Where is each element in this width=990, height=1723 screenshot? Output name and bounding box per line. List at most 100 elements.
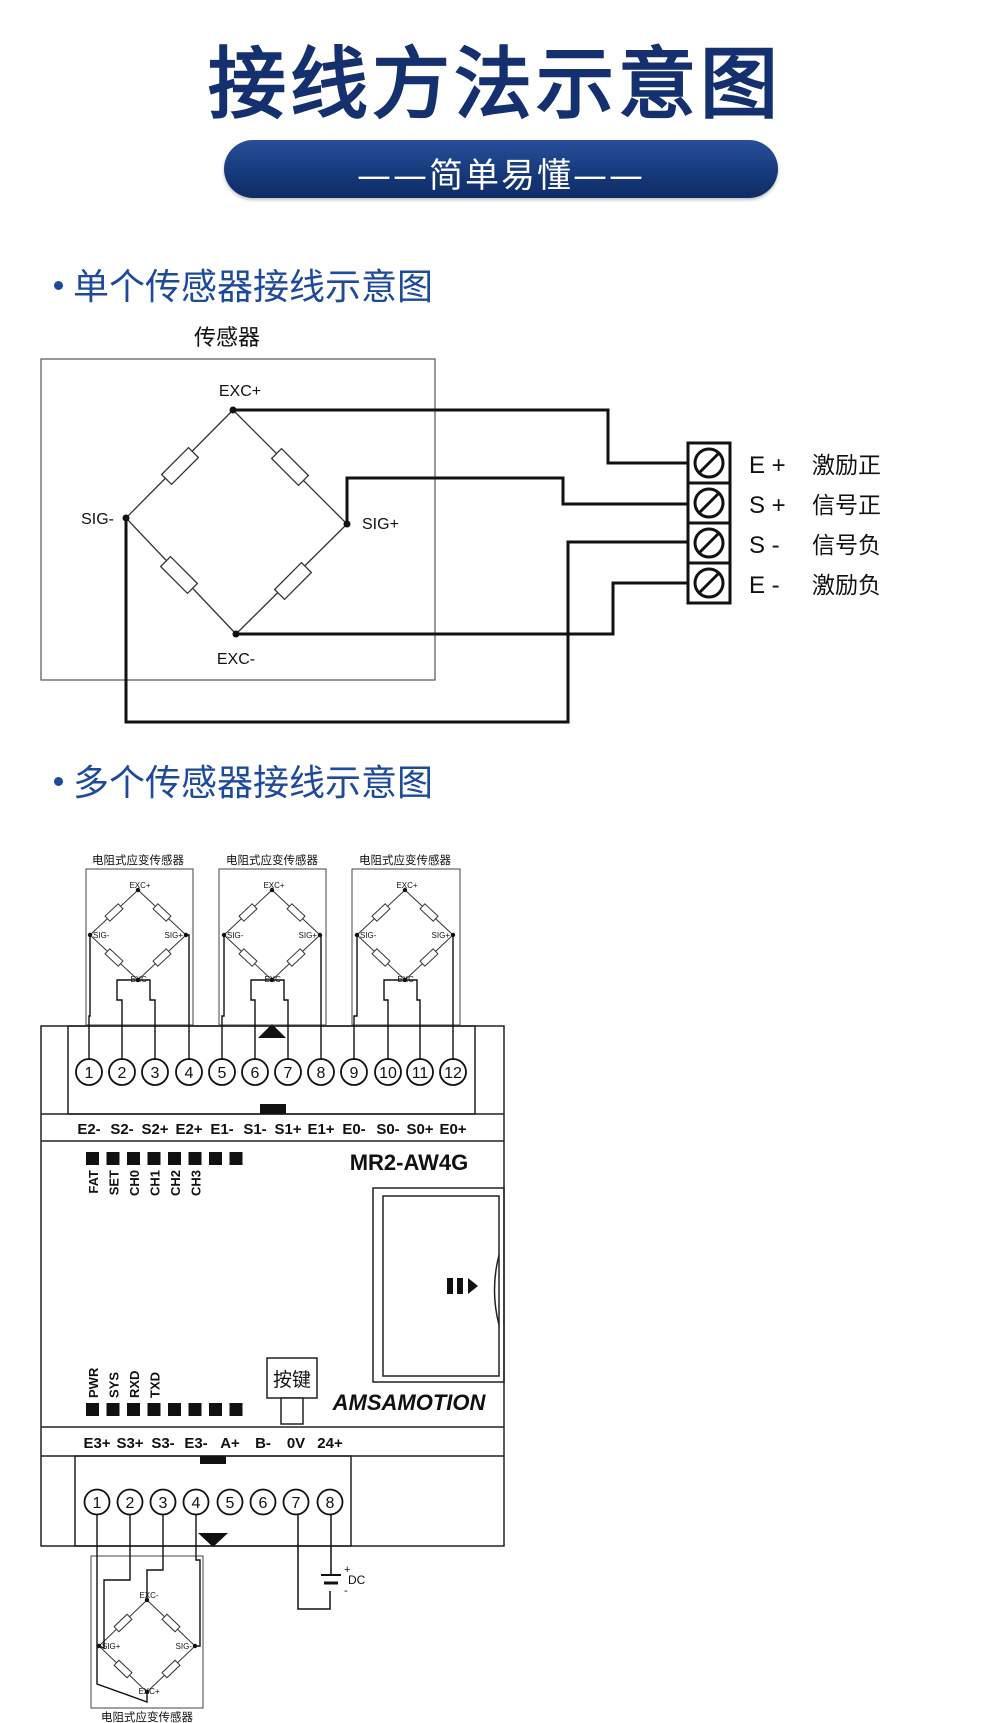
terminal-label: S2+ xyxy=(141,1121,168,1138)
exc-minus-label: EXC- xyxy=(217,651,255,668)
sensor-wire xyxy=(116,979,138,1060)
sensor-box xyxy=(351,868,461,1026)
model-name: MR2-AW4G xyxy=(350,1150,469,1175)
terminal-desc: 信号负 xyxy=(812,533,881,559)
bridge-label: EXC- xyxy=(139,1591,158,1600)
bridge-label: EXC+ xyxy=(129,881,150,890)
sensor-wire xyxy=(138,979,156,1060)
led-indicator xyxy=(229,1403,243,1416)
terminal-number: 8 xyxy=(326,1495,335,1512)
terminal-label: E2+ xyxy=(175,1121,202,1138)
sig-minus-label: SIG- xyxy=(81,511,114,528)
wheatstone-bridge xyxy=(125,409,348,635)
subtitle-banner: ——简单易懂—— xyxy=(224,140,778,198)
sensor-wire xyxy=(221,935,225,1060)
sensor-wire xyxy=(320,934,322,1060)
resistor-icon xyxy=(419,948,439,967)
bridge-label: SIG- xyxy=(227,931,244,940)
led-label: TXD xyxy=(148,1372,163,1398)
terminal-desc: 激励负 xyxy=(812,573,881,599)
function-button[interactable]: 按键 xyxy=(266,1357,318,1425)
sensor-wire xyxy=(272,979,289,1060)
terminal-label: S1+ xyxy=(274,1121,301,1138)
sensor-wire xyxy=(195,1514,201,1647)
sensor-wire xyxy=(98,1514,131,1650)
section2-heading: 多个传感器接线示意图 xyxy=(54,754,433,806)
dc-plus-label: + xyxy=(344,1564,350,1576)
terminal-label: S2- xyxy=(110,1121,133,1138)
terminal-label: S3- xyxy=(151,1435,174,1452)
terminal-number: 6 xyxy=(259,1495,268,1512)
sensor-box xyxy=(90,1555,204,1709)
resistor-icon xyxy=(113,1613,133,1633)
led-indicator xyxy=(188,1152,202,1165)
resistor-icon xyxy=(161,1613,181,1633)
led-label: PWR xyxy=(86,1367,101,1398)
screw-icon xyxy=(693,527,725,559)
terminal-number: 2 xyxy=(118,1065,127,1082)
bridge-node xyxy=(402,887,408,893)
terminal-number: 4 xyxy=(192,1495,201,1512)
resistor-icon xyxy=(238,948,258,967)
led-label: CH2 xyxy=(168,1170,183,1196)
bridge-label: SIG- xyxy=(360,931,377,940)
terminal-number: 1 xyxy=(85,1065,94,1082)
led-label: SYS xyxy=(107,1372,122,1398)
terminal-circle xyxy=(216,1488,244,1516)
terminal-code: E - xyxy=(749,572,780,599)
led-indicator xyxy=(127,1403,140,1416)
bridge-label: SIG+ xyxy=(102,1642,121,1651)
sensor-wire xyxy=(88,935,91,1060)
terminal-number: 9 xyxy=(350,1065,359,1082)
bridge-label: SIG- xyxy=(176,1642,193,1651)
resistor-icon xyxy=(371,948,391,967)
bridge-node xyxy=(269,887,275,893)
terminal-label: E1- xyxy=(210,1121,233,1138)
terminal-number: 6 xyxy=(251,1065,260,1082)
dc-label: DC xyxy=(348,1573,366,1587)
resistor-icon xyxy=(371,903,391,922)
terminal-number: 7 xyxy=(292,1495,301,1512)
section1-heading: 单个传感器接线示意图 xyxy=(54,258,433,310)
top-arrow-icon xyxy=(258,1024,286,1038)
exc-plus-label: EXC+ xyxy=(219,383,261,400)
resistor-icon xyxy=(161,1659,181,1679)
terminal-number: 12 xyxy=(444,1065,462,1082)
sensor-box-label: 传感器 xyxy=(194,326,260,351)
sensor-box xyxy=(40,358,436,681)
subtitle-text: ——简单易懂—— xyxy=(357,156,645,196)
led-label: CH1 xyxy=(148,1170,163,1196)
bottom-arrow-icon xyxy=(198,1533,228,1547)
terminal-number: 3 xyxy=(159,1495,168,1512)
terminal-label: B- xyxy=(255,1435,271,1452)
resistor-icon xyxy=(286,948,306,967)
screw-icon xyxy=(693,487,725,519)
resistor-icon xyxy=(238,903,258,922)
terminal-desc: 信号正 xyxy=(812,493,881,519)
resistor-icon xyxy=(104,948,124,967)
resistor-icon xyxy=(152,903,172,922)
terminal-number: 8 xyxy=(317,1065,326,1082)
resistor-icon xyxy=(113,1659,133,1679)
button-label: 按键 xyxy=(273,1369,311,1391)
terminal-label: S0- xyxy=(376,1121,399,1138)
led-indicator xyxy=(86,1152,99,1165)
sensor-box xyxy=(85,868,194,1026)
led-indicator xyxy=(168,1403,181,1416)
sensor-caption: 电阻式应变传感器 xyxy=(226,853,318,867)
bridge-label: EXC+ xyxy=(138,1687,159,1696)
terminal-number: 11 xyxy=(412,1065,429,1082)
terminal-number: 4 xyxy=(185,1065,194,1082)
terminal-number: 10 xyxy=(379,1065,397,1082)
terminal-number: 7 xyxy=(284,1065,293,1082)
terminal-label: S3+ xyxy=(116,1435,143,1452)
terminal-label: E2- xyxy=(77,1121,100,1138)
bridge-label: EXC+ xyxy=(263,881,284,890)
led-indicator xyxy=(209,1403,222,1416)
resistor-icon xyxy=(273,561,313,601)
bridge-label: SIG+ xyxy=(299,931,318,940)
terminal-number: 5 xyxy=(226,1495,235,1512)
led-indicator xyxy=(106,1152,120,1165)
